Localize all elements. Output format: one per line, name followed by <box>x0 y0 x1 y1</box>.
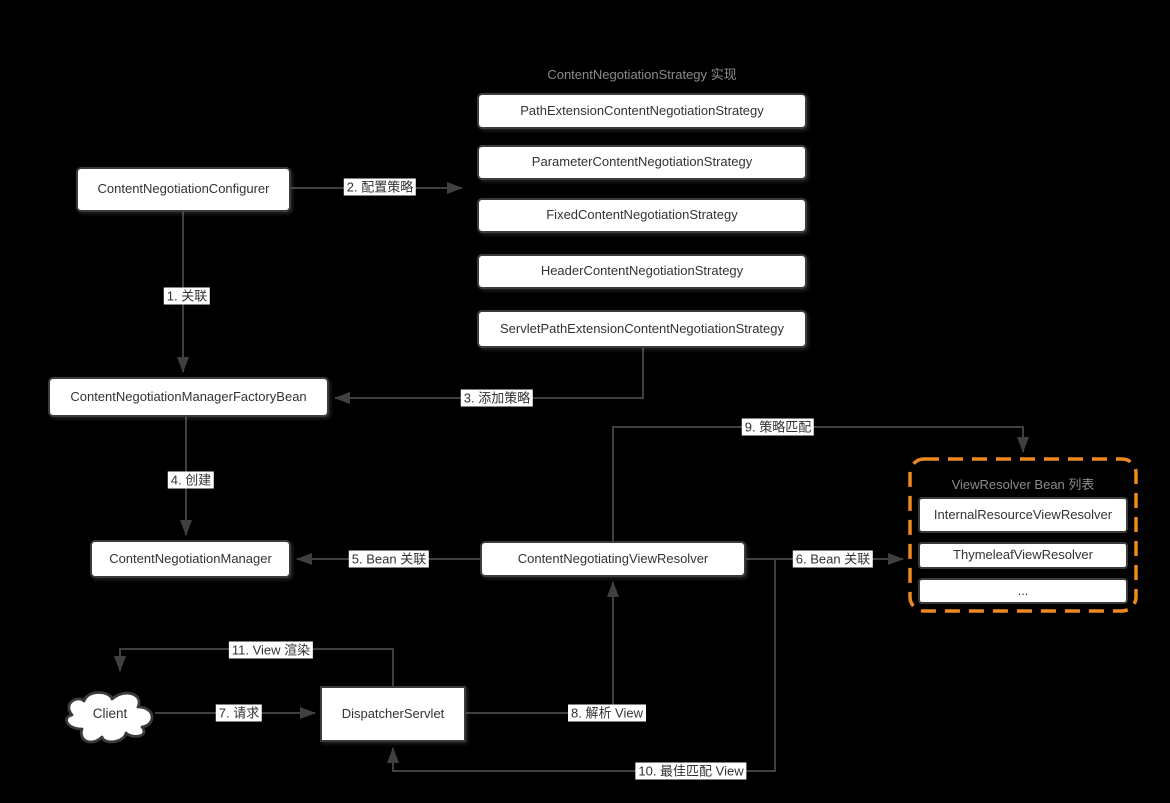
edge-3-add-strategy <box>334 348 644 404</box>
node-internal-resource-view-resolver: InternalResourceViewResolver <box>918 497 1128 533</box>
viewresolver-group-title: ViewResolver Bean 列表 <box>951 476 1095 492</box>
node-view-resolver-ellipsis: ... <box>918 578 1128 604</box>
node-servlet-path-extension-strategy: ServletPathExtensionContentNegotiationSt… <box>477 310 807 348</box>
node-content-negotiation-manager: ContentNegotiationManager <box>90 540 291 578</box>
viewresolver-group-container <box>908 457 1138 613</box>
edge-label-5-bean-associate: 5. Bean 关联 <box>348 550 430 568</box>
node-client-label: Client <box>92 705 128 721</box>
edge-9-strategy-match <box>612 426 1029 541</box>
node-content-negotiation-configurer: ContentNegotiationConfigurer <box>76 167 291 212</box>
edge-label-1-associate: 1. 关联 <box>163 287 211 305</box>
node-path-extension-strategy: PathExtensionContentNegotiationStrategy <box>477 93 807 129</box>
node-parameter-strategy: ParameterContentNegotiationStrategy <box>477 145 807 180</box>
edge-10-best-match-view <box>387 559 776 772</box>
edge-label-4-create: 4. 创建 <box>167 471 215 489</box>
edge-8-resolve-view <box>466 581 619 714</box>
edge-label-6-bean-associate: 6. Bean 关联 <box>792 550 874 568</box>
node-manager-factory-bean: ContentNegotiationManagerFactoryBean <box>48 377 329 417</box>
node-thymeleaf-view-resolver: ThymeleafViewResolver <box>918 542 1128 569</box>
node-header-strategy: HeaderContentNegotiationStrategy <box>477 254 807 289</box>
edge-label-11-view-render: 11. View 渲染 <box>228 641 314 659</box>
node-content-negotiating-view-resolver: ContentNegotiatingViewResolver <box>480 541 746 577</box>
edge-label-2-configure-strategy: 2. 配置策略 <box>343 178 417 196</box>
edge-label-7-request: 7. 请求 <box>215 704 263 722</box>
edge-label-10-best-match-view: 10. 最佳匹配 View <box>635 762 747 780</box>
node-dispatcher-servlet: DispatcherServlet <box>320 686 466 742</box>
edge-label-9-strategy-match: 9. 策略匹配 <box>741 418 815 436</box>
client-cloud-shape <box>65 691 154 744</box>
node-fixed-strategy: FixedContentNegotiationStrategy <box>477 198 807 233</box>
edge-label-3-add-strategy: 3. 添加策略 <box>460 389 534 407</box>
strategy-group-title: ContentNegotiationStrategy 实现 <box>547 66 737 82</box>
edge-label-8-resolve-view: 8. 解析 View <box>567 704 647 722</box>
